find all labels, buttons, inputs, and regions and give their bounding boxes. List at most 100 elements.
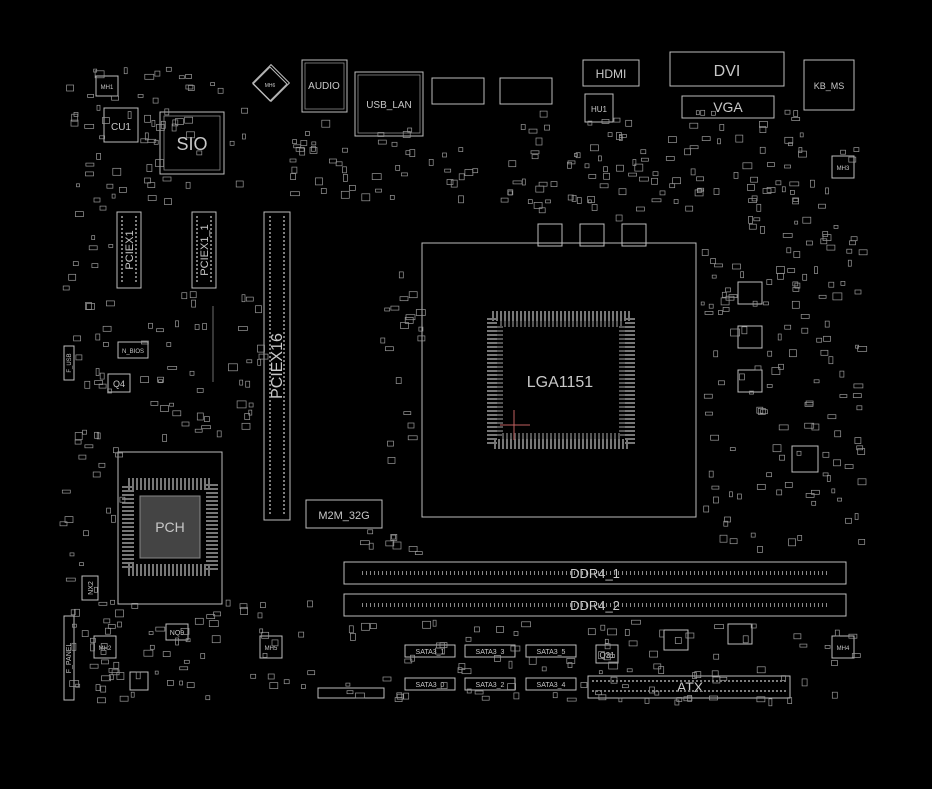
smd-pad — [775, 180, 782, 186]
smd-pad — [798, 147, 803, 153]
pin — [210, 272, 212, 274]
smd-pad — [685, 632, 695, 639]
pin — [283, 308, 285, 310]
pin — [620, 680, 622, 682]
pin — [135, 280, 137, 282]
pin — [283, 248, 285, 250]
smd-pad — [723, 520, 729, 527]
smd-pad — [713, 653, 720, 660]
smd-pad — [652, 171, 659, 177]
smd-pad — [513, 692, 520, 700]
pin — [283, 500, 285, 502]
pin — [269, 312, 271, 314]
smd-pad — [101, 675, 111, 682]
pin — [135, 244, 137, 246]
smd-pad — [158, 379, 163, 384]
smd-pad — [349, 185, 356, 191]
pin — [269, 264, 271, 266]
smd-pad — [137, 94, 144, 98]
pin-header-bottom — [317, 687, 385, 699]
smd-pad — [239, 379, 244, 386]
smd-pad — [355, 692, 365, 699]
smd-pad — [295, 146, 305, 152]
pin — [608, 680, 610, 682]
pin — [210, 216, 212, 218]
smd-pad — [140, 138, 149, 144]
pin — [640, 690, 642, 692]
pin — [283, 368, 285, 370]
smd-pad — [607, 654, 615, 658]
pin — [748, 690, 750, 692]
smd-pad — [742, 162, 753, 170]
smd-pad — [778, 424, 789, 431]
pin — [269, 488, 271, 490]
pin — [283, 228, 285, 230]
smd-pad — [196, 388, 204, 393]
smd-pad — [788, 538, 796, 547]
pin — [648, 690, 650, 692]
smd-pad — [123, 67, 128, 75]
sata1-label: SATA3_1 — [416, 649, 445, 656]
smd-pad — [847, 259, 852, 267]
pin — [283, 344, 285, 346]
pin — [724, 690, 726, 692]
pin — [700, 680, 702, 682]
smd-pad — [799, 132, 804, 138]
smd-pad — [75, 211, 84, 217]
smd-pad — [733, 172, 739, 179]
smd-pad — [225, 599, 231, 607]
smd-pad — [720, 297, 730, 306]
smd-pad — [598, 694, 607, 701]
smd-pad — [113, 661, 120, 669]
smd-pad — [711, 110, 716, 116]
smd-pad — [791, 300, 800, 309]
pin — [752, 680, 754, 682]
smd-pad — [848, 633, 858, 639]
pin — [121, 268, 123, 270]
smd-pad — [696, 176, 704, 182]
pin — [776, 690, 778, 692]
n-bios-chip: N_BIOS — [117, 341, 149, 359]
smd-pad — [587, 120, 593, 126]
smd-pad — [151, 120, 156, 127]
smd-pad — [202, 323, 207, 330]
smd-pad — [96, 153, 101, 160]
smd-pad — [70, 609, 76, 616]
smd-pad — [639, 176, 649, 182]
smd-pad — [185, 74, 192, 79]
pin — [740, 690, 742, 692]
smd-pad — [186, 131, 195, 139]
smd-pad — [494, 655, 501, 662]
smd-pad — [520, 124, 526, 130]
pin — [135, 248, 137, 250]
smd-pad — [88, 245, 98, 251]
smd-pad — [811, 500, 817, 506]
pin — [640, 680, 642, 682]
smd-pad — [533, 202, 543, 209]
pin — [121, 228, 123, 230]
smd-pad — [528, 128, 538, 134]
smd-pad — [403, 692, 410, 700]
pin — [708, 680, 710, 682]
smd-pad — [408, 546, 418, 552]
pin — [269, 440, 271, 442]
smd-pad — [119, 496, 126, 503]
smd-pad — [820, 349, 829, 356]
smd-pad — [545, 199, 551, 204]
smd-pad — [753, 217, 761, 222]
smd-pad — [784, 136, 794, 144]
mh2-label: MH2 — [99, 646, 112, 652]
smd-pad — [172, 410, 182, 417]
pin — [624, 690, 626, 692]
pin — [283, 288, 285, 290]
pin — [680, 680, 682, 682]
smd-pad — [127, 111, 132, 119]
smd-pad — [567, 662, 573, 668]
pciex1-1-label: PCIEX1_1 — [199, 224, 211, 275]
m2-slot: M2M_32G — [305, 499, 383, 529]
smd-pad — [257, 612, 263, 619]
pin — [196, 252, 198, 254]
smd-pad — [292, 139, 297, 144]
smd-pad — [458, 195, 464, 204]
smd-pad — [428, 159, 434, 166]
